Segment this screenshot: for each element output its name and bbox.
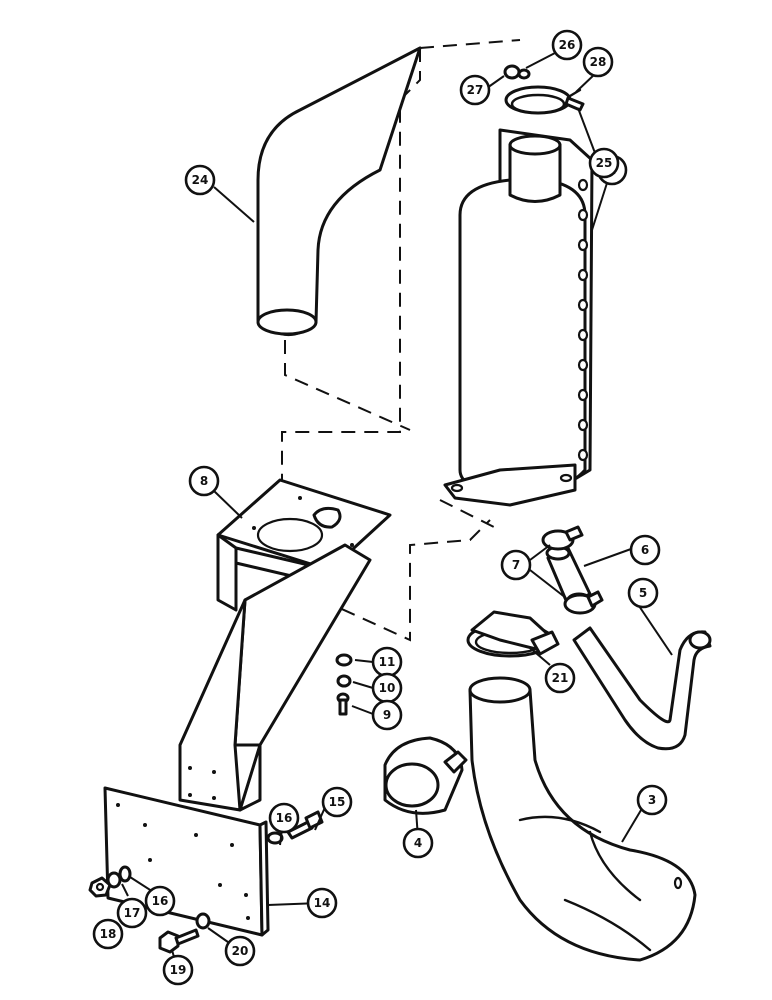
svg-text:28: 28	[590, 55, 607, 69]
svg-text:3: 3	[648, 793, 656, 807]
part-21-pipe-clamp	[466, 610, 560, 658]
callout-6: 6	[629, 534, 661, 566]
callout-5: 5	[627, 577, 659, 609]
callout-10: 10	[371, 672, 403, 704]
callout-28: 28	[582, 46, 614, 78]
callout-16-lower: 16	[144, 885, 176, 917]
part-18-nut	[88, 876, 112, 898]
part-7-hose-clamp-upper	[541, 525, 584, 551]
part-17-lockwasher	[106, 871, 122, 889]
svg-text:14: 14	[314, 896, 331, 910]
callout-8: 8	[188, 465, 220, 497]
callout-21: 21	[544, 662, 576, 694]
callout-15: 15	[321, 786, 353, 818]
part-19-bolt	[158, 928, 200, 954]
svg-text:18: 18	[100, 927, 117, 941]
callout-24: 24	[184, 164, 216, 196]
part-25-bolt	[564, 96, 585, 112]
svg-text:25: 25	[596, 156, 613, 170]
part-10-lockwasher	[336, 674, 352, 688]
callout-4: 4	[402, 827, 434, 859]
svg-text:5: 5	[639, 586, 647, 600]
part-11-nut	[335, 653, 353, 667]
svg-text:24: 24	[192, 173, 209, 187]
svg-text:26: 26	[559, 38, 576, 52]
svg-text:16: 16	[152, 894, 169, 908]
callout-16-upper: 16	[268, 802, 300, 834]
svg-text:7: 7	[512, 558, 520, 572]
svg-text:21: 21	[552, 671, 569, 685]
callout-7: 7	[500, 549, 532, 581]
callouts: 24 2 26 27 28 25 8 6 7 5 21 11 10 9 15 1…	[92, 29, 668, 986]
part-5-bent-tube	[572, 626, 712, 751]
callout-19: 19	[162, 954, 194, 986]
callout-11: 11	[371, 646, 403, 678]
svg-text:6: 6	[641, 543, 649, 557]
part-14-mounting-plate	[103, 786, 270, 937]
svg-text:17: 17	[124, 906, 141, 920]
svg-text:8: 8	[200, 474, 208, 488]
svg-text:11: 11	[379, 655, 396, 669]
part-26-lockwasher	[517, 68, 531, 80]
part-20-washer	[195, 912, 211, 930]
callout-9: 9	[371, 699, 403, 731]
callout-17: 17	[116, 897, 148, 929]
assembly-dashed-lines	[281, 39, 521, 642]
callout-26: 26	[551, 29, 583, 61]
callout-25: 25	[588, 147, 620, 179]
svg-text:20: 20	[232, 944, 249, 958]
support-arm	[178, 543, 372, 812]
part-27-nut	[503, 64, 521, 80]
part-3-exhaust-elbow	[468, 676, 697, 962]
part-7-hose-clamp-lower	[563, 590, 604, 615]
part-28-stack-clamp	[504, 85, 582, 115]
svg-text:4: 4	[414, 836, 422, 850]
callout-27: 27	[459, 74, 491, 106]
part-16-washer-lower	[118, 865, 132, 883]
callout-3: 3	[636, 784, 668, 816]
callout-20: 20	[224, 935, 256, 967]
part-4-clamp	[383, 736, 468, 815]
callout-14: 14	[306, 887, 338, 919]
svg-text:10: 10	[379, 681, 396, 695]
part-2-muffler	[443, 128, 594, 507]
svg-text:15: 15	[329, 795, 346, 809]
svg-text:16: 16	[276, 811, 293, 825]
svg-text:9: 9	[383, 708, 391, 722]
callout-18: 18	[92, 918, 124, 950]
svg-text:19: 19	[170, 963, 187, 977]
part-16-lockwasher-upper	[266, 831, 284, 845]
leader-lines	[121, 52, 673, 965]
part-9-bolt	[336, 692, 350, 716]
svg-text:27: 27	[467, 83, 484, 97]
part-24-exhaust-stack-tube	[256, 46, 422, 336]
muffler-flange-bolt-holes	[577, 178, 589, 462]
